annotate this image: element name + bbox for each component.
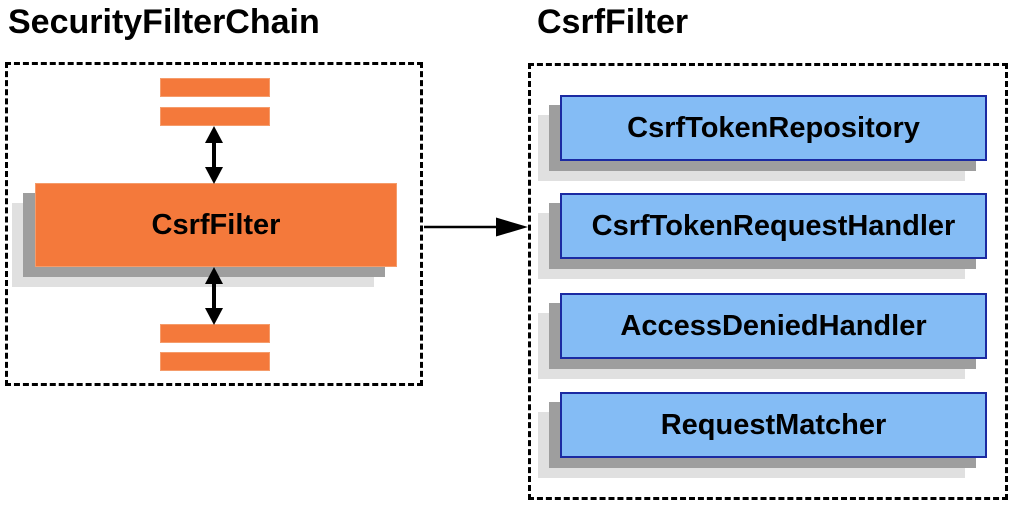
component-box-csrf-token-request-handler: CsrfTokenRequestHandler [560,193,987,259]
component-label: AccessDeniedHandler [620,309,927,342]
component-label: CsrfTokenRequestHandler [591,209,956,242]
component-box-csrf-token-repository: CsrfTokenRepository [560,95,987,161]
security-filter-chain-container [5,62,423,386]
csrf-filter-box-label: CsrfFilter [151,208,281,241]
component-box-access-denied-handler: AccessDeniedHandler [560,293,987,359]
filter-bar-bottom-2 [160,352,270,371]
filter-bar-bottom-1 [160,324,270,343]
filter-bar-top-2 [160,107,270,126]
right-panel-title: CsrfFilter [537,3,689,41]
right-arrow-icon [424,217,528,237]
left-panel-title: SecurityFilterChain [8,3,320,41]
csrf-filter-box: CsrfFilter [35,183,397,267]
filter-bar-top-1 [160,78,270,97]
component-label: RequestMatcher [660,408,887,441]
component-label: CsrfTokenRepository [627,111,920,144]
component-box-request-matcher: RequestMatcher [560,392,987,458]
csrf-filter-container [528,63,1008,500]
